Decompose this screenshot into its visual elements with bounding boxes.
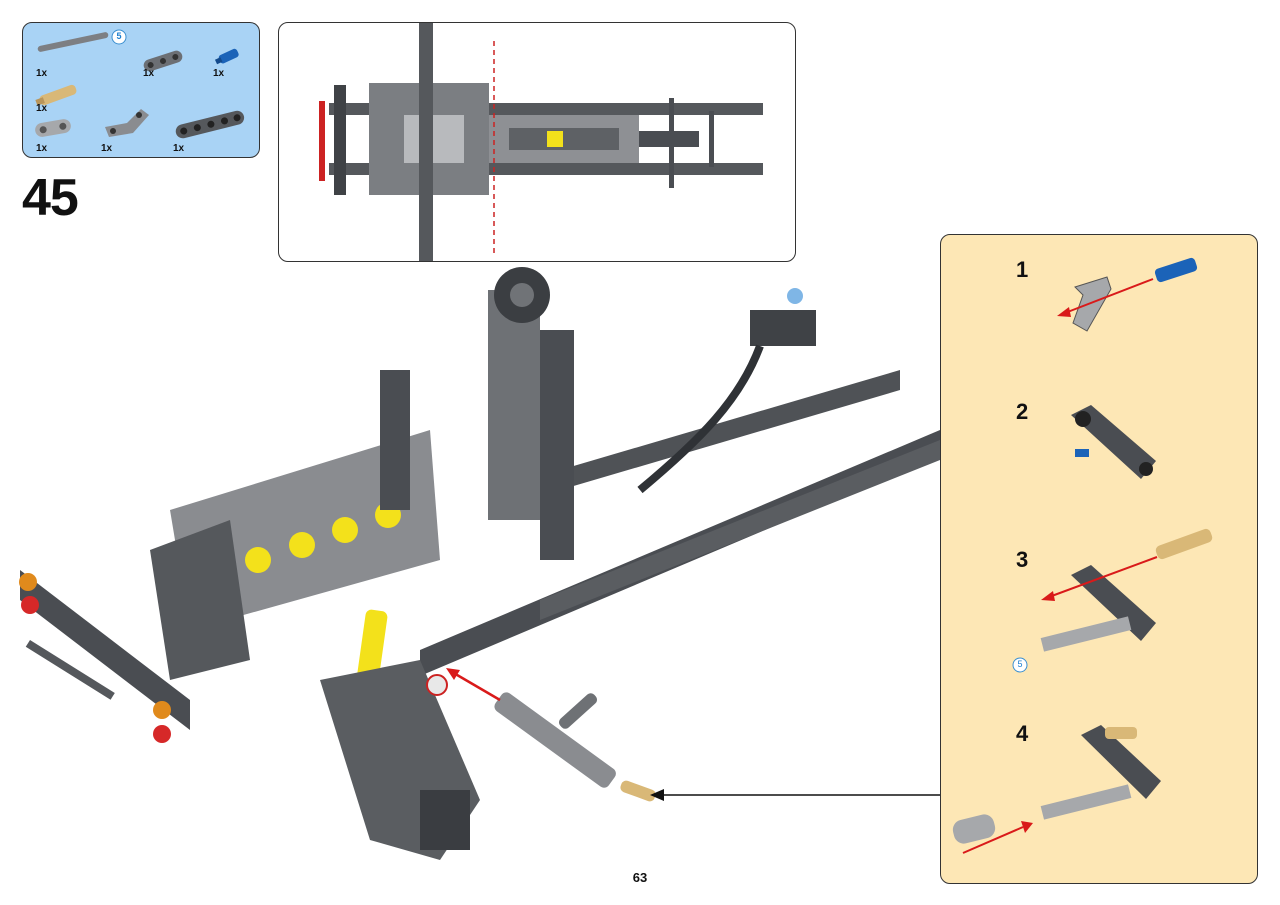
part-qty: 1x [36, 143, 48, 154]
part-qty: 1x [36, 103, 48, 114]
page-number: 63 [632, 870, 648, 885]
parts-callout-marker: 5 [116, 31, 122, 41]
parts-list-illustration [35, 29, 245, 139]
subassembly-illustration [952, 257, 1213, 854]
substep-number: 3 [1016, 547, 1029, 572]
beam-5-icon [175, 110, 245, 139]
tan-axle-pin-icon [35, 84, 77, 106]
step-number: 45 [22, 169, 79, 227]
angle-beam-icon [105, 109, 149, 137]
substep-1-illustration [1057, 257, 1198, 332]
parts-list-callout: 5 1x 1x 1x 1x 1x 1x 1x [22, 22, 260, 158]
substep-2-illustration [1071, 405, 1156, 479]
substep-number: 4 [1016, 721, 1029, 746]
part-qty: 1x [213, 68, 225, 79]
beam-3-icon [143, 50, 183, 72]
chassis-top-view-illustration [319, 23, 763, 261]
substep-callout-marker: 5 [1017, 659, 1023, 669]
axle-icon [37, 32, 109, 52]
subassembly-callout: 1 2 3 5 4 [940, 234, 1258, 884]
part-qty: 1x [36, 68, 48, 79]
blue-pin-icon [214, 48, 239, 65]
beam-2-icon [35, 119, 71, 137]
main-assembly-illustration [19, 267, 940, 860]
substep-4-illustration [952, 725, 1161, 854]
part-qty: 1x [143, 68, 155, 79]
part-qty: 1x [101, 143, 113, 154]
top-view-inset [278, 22, 796, 262]
substep-number: 1 [1016, 257, 1029, 282]
part-qty: 1x [173, 143, 185, 154]
substep-3-illustration [1012, 528, 1213, 673]
substep-number: 2 [1016, 399, 1029, 424]
callout-marker-circle [111, 29, 127, 45]
